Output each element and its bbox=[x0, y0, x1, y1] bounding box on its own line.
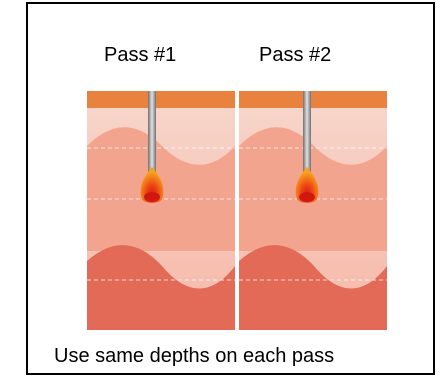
probe bbox=[148, 91, 156, 174]
lower-tissue-wave bbox=[87, 245, 235, 330]
heat-core bbox=[299, 192, 315, 202]
pass-2-label: Pass #2 bbox=[259, 44, 332, 66]
lower-tissue-wave bbox=[239, 245, 387, 330]
pass-1-panel bbox=[87, 91, 235, 330]
caption: Use same depths on each pass bbox=[54, 345, 335, 367]
surface-layer bbox=[239, 91, 387, 108]
heat-core bbox=[144, 192, 160, 202]
surface-layer bbox=[87, 91, 235, 108]
pass-1-label: Pass #1 bbox=[104, 44, 177, 66]
pass-2-panel bbox=[239, 91, 387, 330]
probe bbox=[303, 91, 311, 174]
